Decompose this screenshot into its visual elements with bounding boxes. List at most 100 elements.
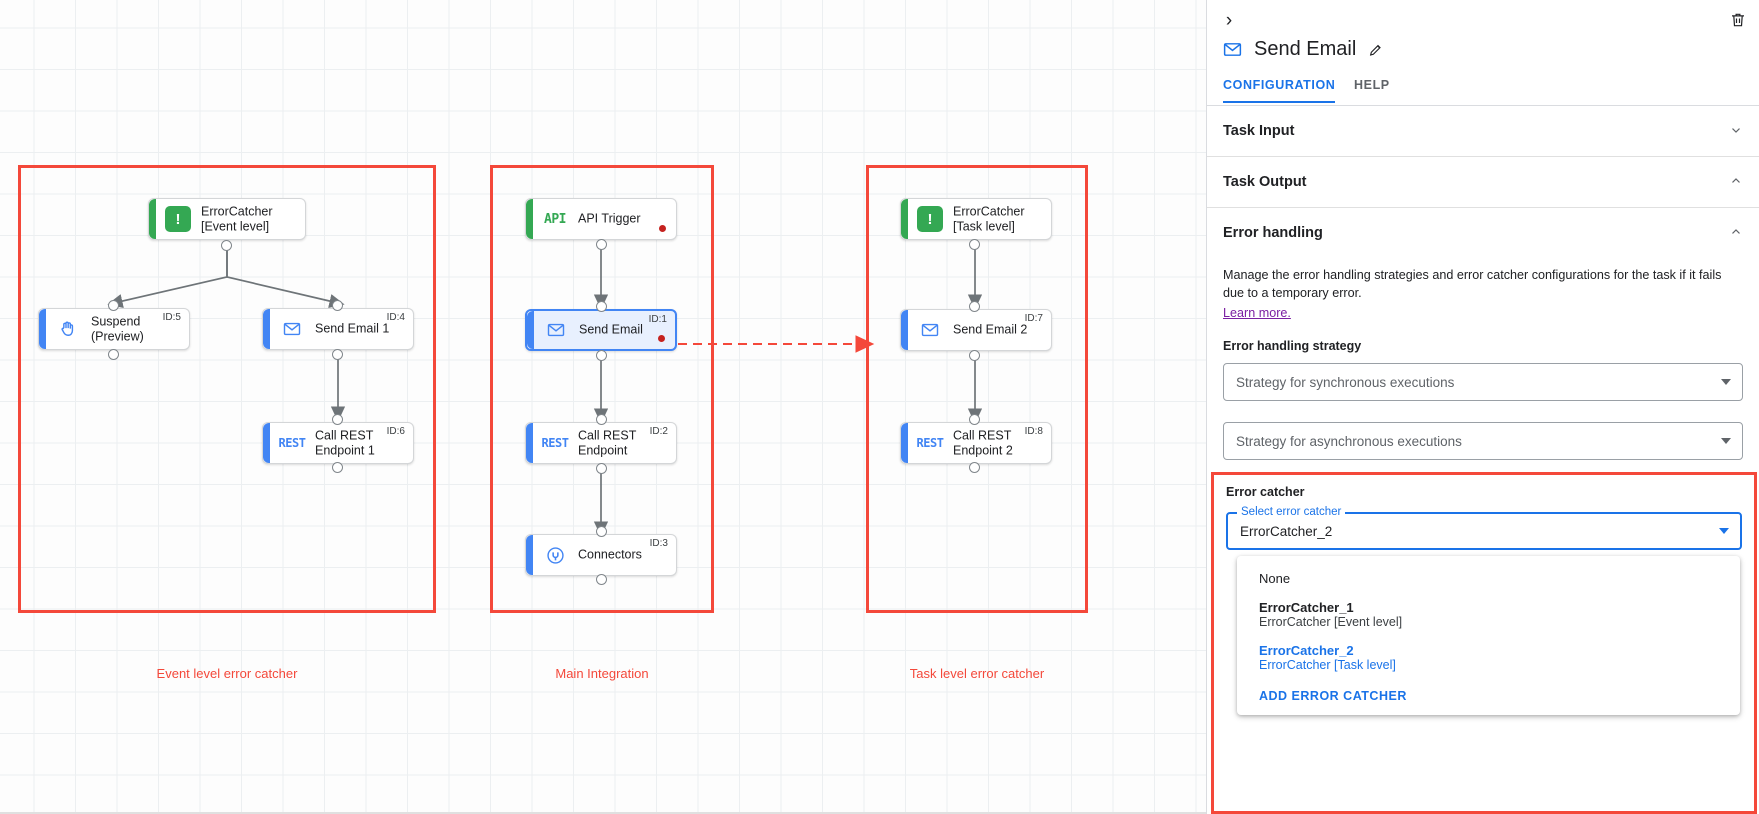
node-suspend[interactable]: Suspend (Preview) ID:5 [38, 308, 190, 350]
node-call-rest-endpoint-2[interactable]: REST Call REST Endpoint 2 ID:8 [900, 422, 1052, 464]
menu-item-errorcatcher-2[interactable]: ErrorCatcher_2 ErrorCatcher [Task level] [1237, 636, 1740, 679]
connector-knob[interactable] [969, 414, 980, 425]
connector-knob[interactable] [596, 239, 607, 250]
group-box-task-level [866, 165, 1088, 613]
node-connectors[interactable]: Connectors ID:3 [525, 534, 677, 576]
node-accent-stripe [901, 423, 908, 463]
node-accent-stripe [901, 199, 908, 239]
chevron-up-icon[interactable] [1729, 225, 1743, 242]
mail-icon [543, 317, 569, 343]
node-accent-stripe [149, 199, 156, 239]
chevron-up-icon[interactable] [1729, 174, 1743, 191]
error-catcher-highlight-box: Error catcher Select error catcher Error… [1211, 472, 1757, 814]
rest-icon: REST [916, 430, 944, 456]
node-send-email-2[interactable]: Send Email 2 ID:7 [900, 309, 1052, 351]
connector-knob[interactable] [596, 463, 607, 474]
chevron-down-icon [1721, 438, 1731, 445]
node-id: ID:4 [386, 312, 405, 323]
node-accent-stripe [263, 309, 270, 349]
trash-icon[interactable] [1726, 8, 1750, 32]
chevron-right-icon[interactable]: › [1225, 10, 1233, 31]
node-send-email-1[interactable]: Send Email 1 ID:4 [262, 308, 414, 350]
connector-knob[interactable] [332, 349, 343, 360]
error-handling-body: Manage the error handling strategies and… [1207, 266, 1759, 461]
connector-knob[interactable] [221, 240, 232, 251]
connector-knob[interactable] [969, 462, 980, 473]
chevron-down-icon[interactable] [1729, 123, 1743, 140]
menu-item-errorcatcher-1[interactable]: ErrorCatcher_1 ErrorCatcher [Event level… [1237, 593, 1740, 636]
connector-knob[interactable] [969, 301, 980, 312]
connector-knob[interactable] [596, 350, 607, 361]
error-handling-description: Manage the error handling strategies and… [1223, 268, 1722, 301]
mail-icon [279, 316, 305, 342]
add-error-catcher-button[interactable]: ADD ERROR CATCHER [1259, 689, 1407, 703]
error-catcher-dropdown-menu[interactable]: None ErrorCatcher_1 ErrorCatcher [Event … [1237, 556, 1740, 715]
tab-help[interactable]: HELP [1354, 78, 1390, 92]
chevron-down-icon [1719, 528, 1729, 534]
section-title: Task Input [1223, 123, 1295, 139]
connector-knob[interactable] [969, 350, 980, 361]
menu-item-label: None [1259, 571, 1291, 586]
section-task-input[interactable]: Task Input [1207, 106, 1759, 157]
node-id: ID:7 [1024, 313, 1043, 324]
mail-icon [917, 317, 943, 343]
node-accent-stripe [263, 423, 270, 463]
connector-knob[interactable] [596, 414, 607, 425]
node-call-rest-endpoint[interactable]: REST Call REST Endpoint ID:2 [525, 422, 677, 464]
node-accent-stripe [901, 310, 908, 350]
error-catcher-icon: ! [165, 206, 191, 232]
section-title: Task Output [1223, 174, 1307, 190]
error-catcher-float-label: Select error catcher [1237, 506, 1346, 518]
hand-icon [55, 316, 81, 342]
node-id: ID:8 [1024, 426, 1043, 437]
node-label: Suspend (Preview) [91, 314, 144, 343]
connectors-icon [542, 542, 568, 568]
node-label: ErrorCatcher [Event level] [201, 204, 273, 233]
node-id: ID:1 [648, 314, 667, 325]
node-send-email-selected[interactable]: Send Email ID:1 [525, 309, 677, 351]
connector-knob[interactable] [332, 462, 343, 473]
connector-knob[interactable] [596, 301, 607, 312]
node-accent-stripe [526, 199, 533, 239]
section-task-output[interactable]: Task Output [1207, 157, 1759, 208]
async-strategy-select[interactable]: Strategy for asynchronous executions [1223, 422, 1743, 461]
connector-knob[interactable] [596, 574, 607, 585]
pencil-icon[interactable] [1367, 41, 1384, 58]
node-error-catcher-event-level[interactable]: ! ErrorCatcher [Event level] [148, 198, 306, 240]
error-catcher-glyph: ! [927, 210, 933, 228]
menu-item-sublabel: ErrorCatcher [Event level] [1259, 615, 1403, 629]
menu-item-label: ErrorCatcher_1 [1259, 600, 1354, 615]
connector-knob[interactable] [596, 526, 607, 537]
error-catcher-glyph: ! [175, 210, 181, 228]
node-error-catcher-task-level[interactable]: ! ErrorCatcher [Task level] [900, 198, 1052, 240]
group-box-main-integration [490, 165, 714, 613]
node-label: Call REST Endpoint 2 [953, 428, 1013, 457]
error-catcher-label: Error catcher [1226, 485, 1305, 499]
section-error-handling[interactable]: Error handling [1207, 208, 1759, 258]
sync-strategy-select[interactable]: Strategy for synchronous executions [1223, 363, 1743, 402]
tab-configuration[interactable]: CONFIGURATION [1223, 78, 1336, 103]
panel-tabs: CONFIGURATION HELP [1207, 78, 1759, 106]
node-api-trigger[interactable]: API API Trigger [525, 198, 677, 240]
connector-knob[interactable] [332, 414, 343, 425]
error-catcher-select[interactable]: Select error catcher ErrorCatcher_2 [1226, 506, 1742, 550]
connector-knob[interactable] [332, 300, 343, 311]
node-id: ID:6 [386, 426, 405, 437]
rest-glyph: REST [916, 436, 944, 450]
workflow-canvas[interactable]: Event level error catcher Main Integrati… [0, 0, 1206, 814]
learn-more-link[interactable]: Learn more. [1223, 305, 1291, 320]
node-label: ErrorCatcher [Task level] [953, 204, 1025, 233]
node-call-rest-endpoint-1[interactable]: REST Call REST Endpoint 1 ID:6 [262, 422, 414, 464]
node-accent-stripe [39, 309, 46, 349]
page-title: Send Email [1254, 38, 1357, 60]
chevron-down-icon [1721, 379, 1731, 386]
node-label: Call REST Endpoint [578, 428, 637, 457]
task-config-panel: › Send Email [1206, 0, 1759, 814]
node-label: Send Email 1 [315, 321, 390, 336]
menu-item-none[interactable]: None [1237, 564, 1740, 593]
group-label-event-level: Event level error catcher [156, 666, 298, 681]
connector-knob[interactable] [108, 349, 119, 360]
connector-knob[interactable] [108, 300, 119, 311]
connector-knob[interactable] [969, 239, 980, 250]
api-icon: API [542, 206, 568, 232]
